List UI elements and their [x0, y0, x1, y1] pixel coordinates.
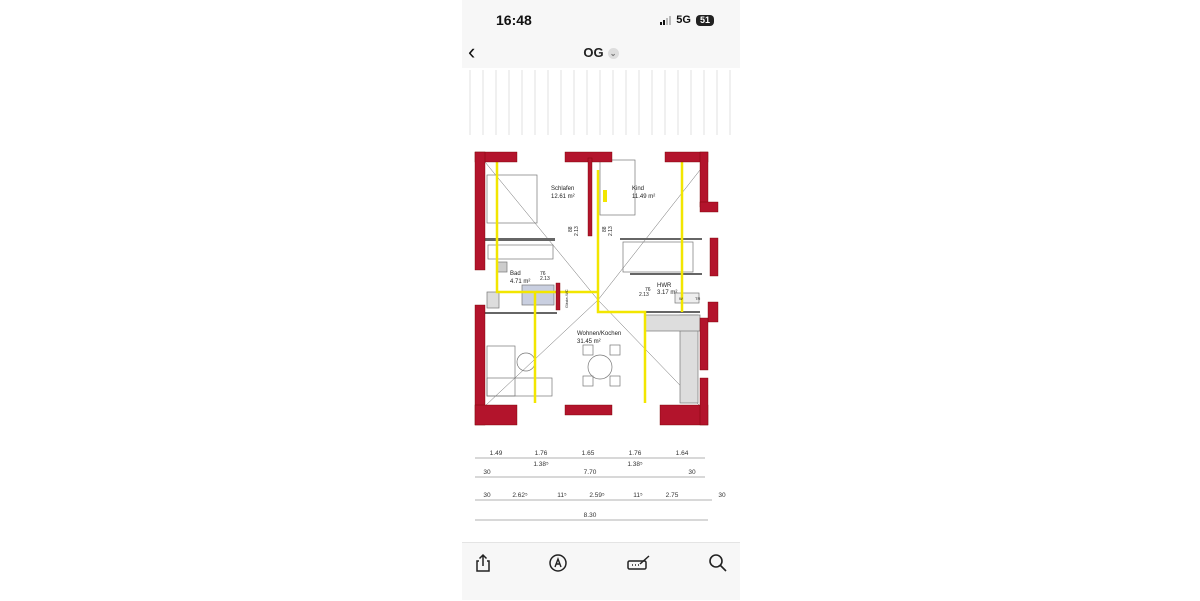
room-name: Schlafen	[551, 186, 574, 192]
wc-label: Gäste-WC	[564, 289, 569, 308]
dimension-label: 8.30	[584, 512, 597, 519]
dimension-label: 2.62⁵	[512, 492, 528, 499]
dimension-label: 2.59⁵	[589, 492, 605, 499]
dimension-label: 1.65	[582, 450, 595, 457]
dimension-label: 2.75	[666, 492, 679, 499]
dimension-label: 30	[688, 469, 696, 476]
room-name: HWR	[657, 283, 672, 289]
door-label: 2.13	[639, 292, 649, 298]
status-time: 16:48	[496, 12, 532, 28]
dimension-label: 1.49	[490, 450, 503, 457]
tr-label: TR	[695, 296, 700, 301]
room-name: Kind	[632, 186, 644, 192]
battery-icon: 51	[695, 14, 714, 26]
door-label: 2.13	[608, 226, 614, 236]
room-area: 12.61 m²	[551, 194, 575, 200]
dimension-label: 30	[483, 469, 491, 476]
dimension-label: 1.64	[676, 450, 689, 457]
dimension-label: 11⁵	[633, 492, 643, 499]
floor-plan: Schlafen 12.61 m² Kind 11.49 m² Bad 4.71 m²…	[469, 70, 731, 521]
network-label: 5G	[676, 14, 691, 26]
chevron-left-icon[interactable]: ‹	[468, 39, 476, 64]
share-icon[interactable]	[472, 552, 494, 574]
dimension-label: 1.76	[629, 450, 642, 457]
dimension-label: 1.38⁵	[627, 461, 643, 468]
markup-icon[interactable]	[547, 552, 569, 574]
door-label: 2.13	[540, 276, 550, 282]
wm-label: W	[679, 296, 683, 301]
phone-screen: 16:48 5G 51 ‹ OG⌄	[462, 0, 740, 600]
room-area: 31.45 m²	[577, 339, 601, 345]
door-label: 88	[568, 226, 574, 232]
dimension-lines	[475, 457, 712, 521]
furniture	[486, 159, 701, 404]
door-label: 76	[645, 287, 651, 293]
search-icon[interactable]	[707, 552, 729, 574]
interior-walls	[485, 238, 702, 314]
room-area: 4.71 m²	[510, 279, 530, 285]
roof-lines	[469, 70, 731, 135]
room-name: Bad	[510, 271, 521, 277]
room-area: 11.49 m²	[632, 194, 655, 200]
title-text: OG	[583, 45, 604, 60]
exterior-walls	[474, 151, 719, 426]
room-area: 3.17 m²	[657, 290, 677, 296]
dimension-label: 1.38⁵	[533, 461, 549, 468]
chevron-down-icon[interactable]: ⌄	[607, 48, 619, 59]
dimension-label: 1.76	[535, 450, 548, 457]
door-label: 76	[540, 271, 546, 277]
signature-icon[interactable]	[626, 552, 652, 574]
document-title[interactable]: OG⌄	[462, 45, 740, 60]
dimension-label: 7.70	[584, 469, 597, 476]
dimension-label: 11⁵	[557, 492, 567, 499]
room-name: Wohnen/Kochen	[577, 331, 621, 337]
dimension-label: 30	[483, 492, 491, 499]
status-indicators: 5G 51	[660, 14, 714, 26]
door-label: 88	[602, 226, 608, 232]
door-label: 2.13	[574, 226, 580, 236]
bottom-toolbar	[462, 542, 740, 601]
dimension-label: 30	[718, 492, 726, 499]
floor-plan-view[interactable]: Schlafen 12.61 m² Kind 11.49 m² Bad 4.71 m²…	[462, 68, 740, 542]
signal-icon	[660, 15, 672, 25]
ventilation-ducts	[495, 160, 684, 403]
